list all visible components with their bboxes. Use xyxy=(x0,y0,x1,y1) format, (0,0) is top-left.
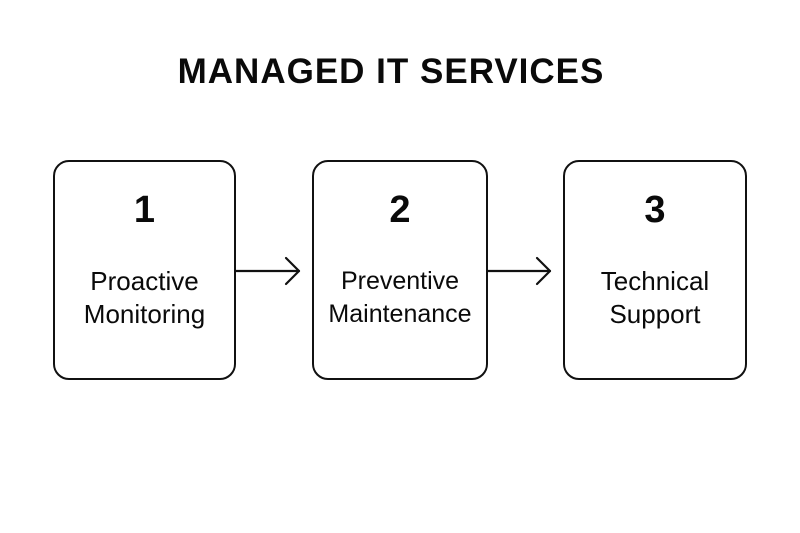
step-box-proactive-monitoring: 1 Proactive Monitoring xyxy=(53,160,236,380)
step-label-line: Preventive xyxy=(340,267,460,295)
step-label-line: Support xyxy=(609,299,701,329)
step-box-technical-support: 3 Technical Support xyxy=(563,160,747,380)
step-label: Technical Support xyxy=(565,265,745,331)
step-number: 2 xyxy=(389,189,411,231)
arrow-right-icon xyxy=(486,256,552,286)
step-box-preventive-maintenance: 2 Preventive Maintenance xyxy=(312,160,488,380)
step-label-line: Technical xyxy=(600,266,710,296)
step-label-line: Maintenance xyxy=(328,300,472,328)
step-number: 1 xyxy=(133,189,156,231)
step-label-line: Monitoring xyxy=(83,299,206,329)
diagram-title: MANAGED IT SERVICES xyxy=(177,52,605,91)
step-label: Proactive Monitoring xyxy=(55,265,234,331)
step-number: 3 xyxy=(644,189,666,231)
step-label-line: Proactive xyxy=(90,266,199,296)
arrow-right-icon xyxy=(234,256,301,286)
step-label: Preventive Maintenance xyxy=(314,265,486,331)
